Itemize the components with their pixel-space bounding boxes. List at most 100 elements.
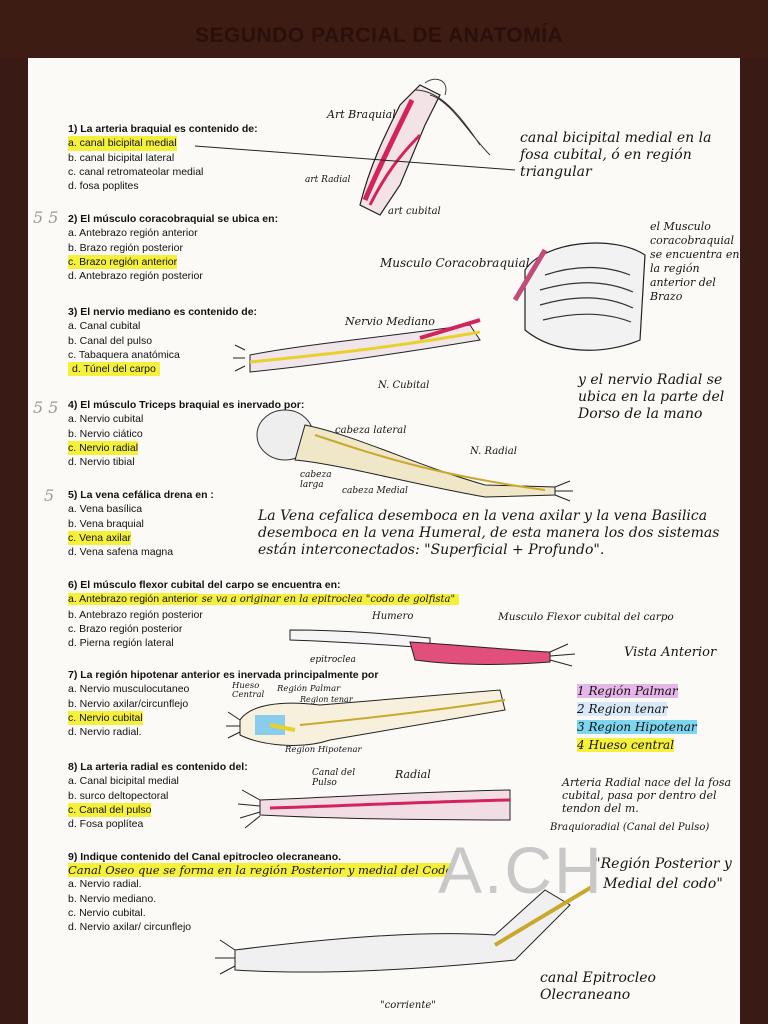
label-region-tenar: Region tenar	[300, 695, 353, 704]
option: b. Vena braquial	[68, 517, 144, 530]
option: b. surco deltopectoral	[68, 789, 169, 802]
question-1: 1) La arteria braquial es contenido de: …	[68, 122, 258, 193]
label-coracobraquial: Musculo Coracobraquial	[380, 256, 530, 270]
question-2: 2) El músculo coracobraquial se ubica en…	[68, 212, 278, 283]
question-stem: 6) El músculo flexor cubital del carpo s…	[68, 579, 341, 591]
label-vista-anterior: Vista Anterior	[624, 645, 717, 660]
label-musculo-flexor: Musculo Flexor cubital del carpo	[498, 611, 674, 623]
handwritten-note: Canal Oseo que se forma en la región Pos…	[68, 863, 453, 878]
label-art-braquial: Art Braquial	[327, 108, 396, 121]
option: b. Nervio ciático	[68, 427, 143, 440]
option: d. Nervio radial.	[68, 726, 142, 739]
question-5: 5) La vena cefálica drena en : a. Vena b…	[68, 488, 214, 559]
label-braquioradial: Braquioradial (Canal del Pulso)	[550, 822, 710, 833]
radial-artery-sketch	[237, 789, 511, 829]
option: d. Antebrazo región posterior	[68, 270, 203, 283]
option-answer: c. Vena axilar	[68, 530, 132, 546]
label-epitroclea: epitroclea	[310, 655, 356, 665]
question-8: 8) La arteria radial es contenido del: a…	[68, 760, 248, 831]
label-hueso-central: Hueso Central	[232, 681, 265, 700]
elbow-sketch	[215, 883, 597, 975]
note-q1: canal bicipital medial en la fosa cubita…	[520, 130, 712, 180]
label-cabeza-lateral: cabeza lateral	[335, 425, 407, 436]
option: a. Antebrazo región anterior	[68, 227, 198, 240]
margin-mark: 5 5	[33, 208, 59, 227]
question-stem: 7) La región hipotenar anterior es inerv…	[68, 669, 379, 681]
option: a. Nervio radial.	[68, 878, 142, 891]
question-stem: 8) La arteria radial es contenido del:	[68, 761, 248, 773]
note-q8: Arteria Radial nace del la fosa cubital,…	[562, 776, 732, 815]
label-region-palmar: Región Palmar	[277, 684, 341, 694]
question-9: 9) Indique contenido del Canal epitrocle…	[68, 850, 453, 934]
option-answer: a. Antebrazo región anterior	[68, 593, 198, 606]
label-canal-del-pulso: Canal del Pulso	[312, 768, 356, 788]
label-radial: Radial	[395, 768, 431, 781]
label-region-hipotenar: Region Hipotenar	[285, 745, 362, 755]
legend-item-3: 3 Region Hipotenar	[577, 720, 697, 734]
option-answer: a. canal bicipital medial	[68, 136, 177, 151]
forearm-nerve-sketch	[233, 318, 481, 373]
option: a. Canal cubital	[68, 320, 141, 333]
label-n-cubital: N. Cubital	[378, 380, 430, 391]
margin-mark: 5 5	[33, 398, 59, 417]
option: b. Canal del pulso	[68, 334, 153, 347]
option-answer: c. Nervio cubital	[68, 710, 143, 726]
exam-page	[28, 58, 740, 1024]
label-art-radial: art Radial	[305, 175, 351, 185]
option: d. Vena safena magna	[68, 546, 174, 559]
note-q5: La Vena cefalica desemboca en la vena ax…	[258, 508, 720, 558]
option: c. Brazo región posterior	[68, 622, 183, 635]
option: a. Nervio musculocutaneo	[68, 683, 190, 696]
option: b. canal bicipital lateral	[68, 151, 175, 164]
option: d. fosa poplites	[68, 180, 139, 193]
label-canal-epitrocleo: canal Epitrocleo Olecraneano	[540, 970, 656, 1003]
option: d. Pierna región lateral	[68, 637, 174, 650]
note-q9-side: "Región Posterior y Medial del codo"	[594, 856, 732, 892]
option: d. Nervio tibial	[68, 456, 135, 469]
label-cabeza-medial: cabeza Medial	[342, 486, 408, 496]
question-3: 3) El nervio mediano es contenido de: a.…	[68, 305, 258, 377]
label-n-radial: N. Radial	[470, 446, 517, 457]
legend-item-4: 4 Hueso central	[577, 738, 675, 752]
option-answer: c. Brazo región anterior	[68, 254, 178, 270]
margin-mark: 5	[44, 486, 55, 505]
option: c. canal retromateolar medial	[68, 165, 204, 178]
option: a. Vena basílica	[68, 503, 143, 516]
option: b. Antebrazo región posterior	[68, 608, 203, 621]
option: b. Nervio mediano.	[68, 892, 157, 905]
option-answer: d. Túnel del carpo	[68, 362, 160, 377]
label-humero: Humero	[372, 611, 414, 622]
question-4: 4) El músculo Triceps braquial es inerva…	[68, 398, 304, 469]
question-stem: 5) La vena cefálica drena en :	[68, 489, 214, 501]
label-art-cubital: art cubital	[388, 206, 441, 217]
note-q2: el Musculo coracobraquial se encuentra e…	[650, 220, 740, 303]
option: c. Tabaquera anatómica	[68, 348, 180, 361]
question-stem: 9) Indique contenido del Canal epitrocle…	[68, 851, 342, 863]
hand-regions-sketch	[226, 689, 506, 746]
option: d. Nervio axilar/ circunflejo	[68, 921, 192, 934]
legend-item-1: 1 Región Palmar	[577, 684, 678, 698]
question-stem: 4) El músculo Triceps braquial es inerva…	[68, 399, 305, 411]
question-stem: 1) La arteria braquial es contenido de:	[68, 123, 258, 135]
question-stem: 3) El nervio mediano es contenido de:	[68, 306, 258, 318]
arm-artery-sketch	[359, 78, 491, 216]
question-6: 6) El músculo flexor cubital del carpo s…	[68, 578, 460, 650]
option: b. Brazo región posterior	[68, 241, 183, 254]
option: a. Canal bicipital medial	[68, 775, 179, 788]
option-answer: c. Canal del pulso	[68, 802, 152, 818]
label-corriente: "corriente"	[380, 1000, 436, 1011]
option: a. Nervio cubital	[68, 413, 144, 426]
watermark: A.CH	[438, 833, 604, 907]
label-nervio-mediano: Nervio Mediano	[345, 315, 435, 328]
forearm-flexor-sketch	[289, 629, 576, 667]
option: b. Nervio axilar/circunflejo	[68, 697, 189, 710]
option-answer: c. Nervio radial	[68, 440, 139, 456]
option: c. Nervio cubital.	[68, 906, 146, 919]
note-q4: y el nervio Radial se ubica en la parte …	[578, 372, 725, 422]
option: d. Fosa poplítea	[68, 818, 144, 831]
legend-item-2: 2 Region tenar	[577, 702, 668, 716]
thorax-sketch	[512, 242, 646, 351]
triceps-sketch	[256, 409, 573, 502]
handwritten-note: se va a originar en la epitroclea "codo …	[197, 594, 460, 606]
label-cabeza-larga: cabeza larga	[300, 470, 332, 490]
